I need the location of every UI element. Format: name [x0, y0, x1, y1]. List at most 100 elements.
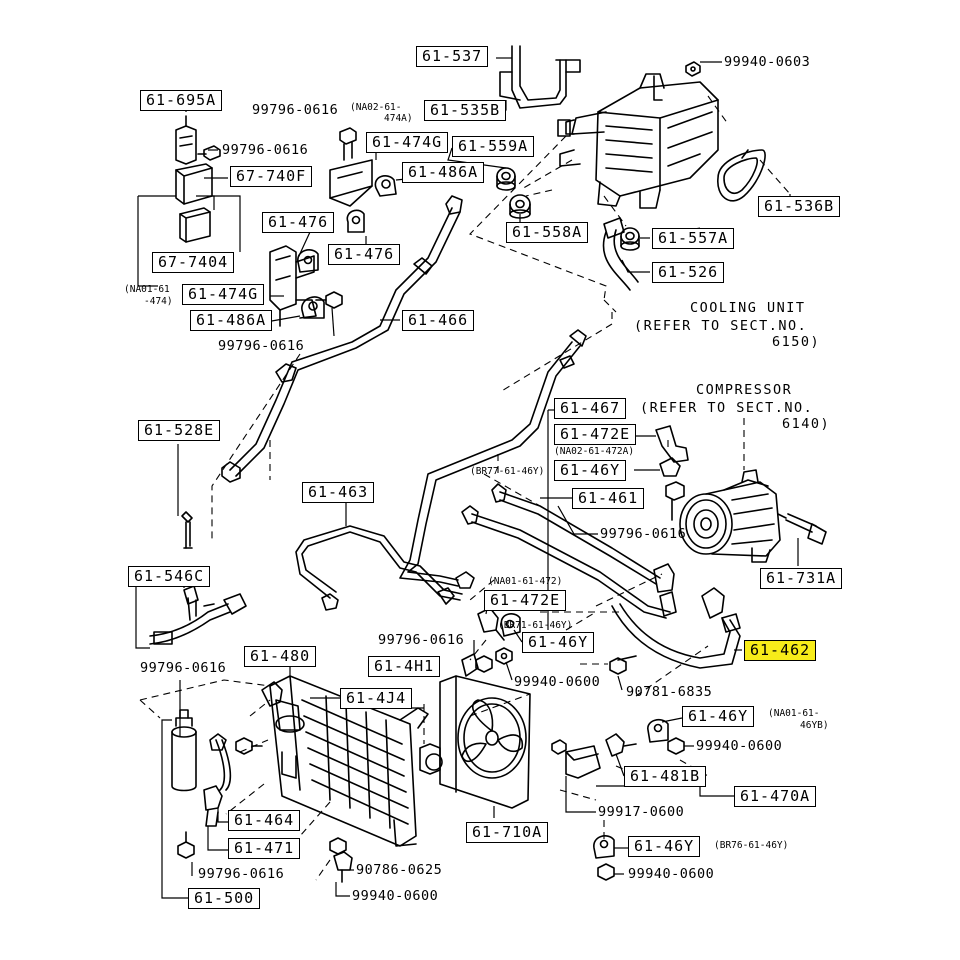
line-61-463 — [295, 525, 475, 611]
bolt-90786-0625 — [333, 851, 353, 883]
part-number-99940-0600-a: 99940-0600 — [514, 674, 601, 690]
grommet-61-558a — [509, 194, 531, 219]
bolt-99796-0616-comp — [665, 481, 685, 521]
part-number-99940-0603: 99940-0603 — [724, 54, 811, 70]
cooling-fan — [439, 653, 531, 809]
callout-61-486a-mid: 61-486A — [190, 310, 273, 331]
bolt-90781-6835 — [609, 655, 637, 675]
callout-61-486a-top: 61-486A — [402, 162, 485, 183]
callout-61-536b: 61-536B — [758, 196, 841, 217]
line-61-461 — [461, 483, 671, 619]
clamp-61-486a-top — [374, 175, 397, 197]
receiver-drier — [171, 709, 197, 792]
drain-hose — [602, 217, 639, 291]
bracket-61-474g-top — [329, 159, 373, 207]
callout-61-500: 61-500 — [188, 888, 261, 909]
callout-61-731a: 61-731A — [760, 568, 843, 589]
clip-61-46y-b — [500, 613, 521, 637]
clamp-61-476-b — [346, 209, 365, 233]
note-br71-61-46y: (BR71-61-46Y) — [498, 620, 573, 631]
callout-61-557a: 61-557A — [652, 228, 735, 249]
note-br76-61-46y: (BR76-61-46Y) — [714, 840, 789, 851]
harness-61-546c — [149, 585, 247, 645]
callout-61-558a: 61-558A — [506, 222, 589, 243]
relay-assembly — [175, 115, 221, 243]
note-na02-474a-line2: 474A) — [384, 113, 413, 124]
nut-99940-0600-d — [597, 863, 615, 881]
sensor-61-528e — [181, 511, 193, 549]
note-br77-61-46y: (BR77-61-46Y) — [470, 466, 545, 477]
line-61-462 — [611, 563, 741, 669]
callout-61-471: 61-471 — [228, 838, 301, 859]
callout-61-466: 61-466 — [402, 310, 475, 331]
callout-61-474g-mid: 61-474G — [182, 284, 265, 305]
note-na01-474-line1: (NA01-61 — [124, 284, 170, 295]
cooling-unit-refer: (REFER TO SECT.NO. — [634, 318, 808, 334]
part-number-99796-0616-472: 99796-0616 — [378, 632, 465, 648]
callout-61-462[interactable]: 61-462 — [744, 640, 817, 661]
note-na02-474a-line1: (NA02-61- — [350, 102, 402, 113]
callout-61-4j4: 61-4J4 — [340, 688, 413, 709]
nut-99940-0600-a — [495, 647, 513, 665]
callout-61-535b: 61-535B — [424, 100, 507, 121]
part-number-99796-0616-mid: 99796-0616 — [218, 338, 305, 354]
part-number-99940-0600-d: 99940-0600 — [628, 866, 715, 882]
bolt-61-731a — [777, 513, 827, 545]
bolt-99796-0616-bottom — [177, 831, 195, 859]
part-number-99917-0600: 99917-0600 — [598, 804, 685, 820]
callout-61-467: 61-467 — [554, 398, 627, 419]
callout-61-537: 61-537 — [416, 46, 489, 67]
part-number-99796-0616-top: 99796-0616 — [252, 102, 339, 118]
note-na01-474-line2: -474) — [144, 296, 173, 307]
callout-61-4h1: 61-4H1 — [368, 656, 441, 677]
callout-61-46y-c: 61-46Y — [682, 706, 755, 727]
part-number-99940-0600-b: 99940-0600 — [696, 738, 783, 754]
callout-61-470a: 61-470A — [734, 786, 817, 807]
compressor — [679, 469, 781, 563]
connector-61-481b — [605, 733, 637, 757]
cooling-unit-sect: 6150) — [772, 334, 821, 350]
nut-99940-0600-b — [667, 737, 685, 755]
switch-61-470a — [551, 739, 601, 779]
part-number-90781-6835: 90781-6835 — [626, 684, 713, 700]
compressor-title: COMPRESSOR — [696, 382, 793, 398]
callout-61-546c: 61-546C — [128, 566, 211, 587]
note-na01-46yb-line2: 46YB) — [800, 720, 829, 731]
condenser — [261, 675, 429, 847]
callout-61-463: 61-463 — [302, 482, 375, 503]
callout-61-46y-d: 61-46Y — [628, 836, 701, 857]
cooling-unit-title: COOLING UNIT — [690, 300, 806, 316]
callout-61-481b: 61-481B — [624, 766, 707, 787]
compressor-refer: (REFER TO SECT.NO. — [640, 400, 814, 416]
bolt-top — [339, 127, 357, 161]
seal-ring — [717, 149, 766, 202]
bracket-61-472e-top — [655, 425, 689, 463]
note-na02-61-472a: (NA02-61-472A) — [554, 446, 635, 457]
callout-61-695a: 61-695A — [140, 90, 223, 111]
line-61-467 — [399, 329, 587, 587]
callout-61-559a: 61-559A — [452, 136, 535, 157]
callout-61-476-b: 61-476 — [328, 244, 401, 265]
nut-99940-0603 — [685, 61, 701, 77]
pressure-switch-61-464 — [203, 733, 232, 827]
bolt-mid — [315, 291, 343, 309]
clip-61-46y-a — [659, 457, 681, 477]
callout-61-46y-b: 61-46Y — [522, 632, 595, 653]
clip-61-46y-d — [593, 835, 615, 859]
callout-61-472e-mid: 61-472E — [484, 590, 567, 611]
relay-61-4j4 — [419, 743, 443, 775]
part-number-99796-0616-bottom: 99796-0616 — [198, 866, 285, 882]
callout-61-46y-a: 61-46Y — [554, 460, 627, 481]
part-number-99796-0616-left: 99796-0616 — [140, 660, 227, 676]
callout-67-7404: 67-7404 — [152, 252, 235, 273]
callout-61-464: 61-464 — [228, 810, 301, 831]
grommet-61-557a — [620, 227, 640, 251]
nut-99940-0600-c — [329, 837, 347, 855]
callout-61-461: 61-461 — [572, 488, 645, 509]
clip-61-46y-c — [647, 718, 669, 743]
callout-61-710a: 61-710A — [466, 822, 549, 843]
line-61-466 — [221, 195, 463, 483]
callout-67-740f: 67-740F — [230, 166, 313, 187]
